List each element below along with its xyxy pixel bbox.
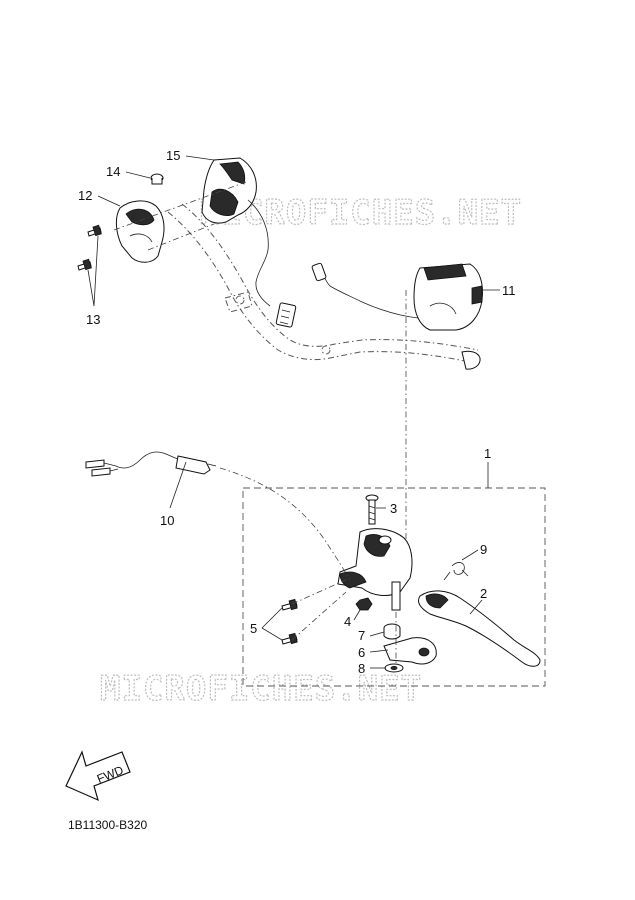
callout-labels: 1 2 3 4 5 6 7 8 9 10 11 12 13 14 15 bbox=[78, 148, 516, 676]
screws-13 bbox=[77, 224, 102, 271]
callout-1: 1 bbox=[484, 446, 491, 461]
callout-12: 12 bbox=[78, 188, 92, 203]
diagram-code: 1B11300-B320 bbox=[68, 818, 148, 832]
assembly-lines bbox=[113, 181, 407, 668]
callout-3: 3 bbox=[390, 501, 397, 516]
brake-lever-2 bbox=[417, 590, 541, 667]
callout-6: 6 bbox=[358, 645, 365, 660]
screw-14 bbox=[150, 173, 164, 185]
callout-5: 5 bbox=[250, 621, 257, 636]
washer-8 bbox=[384, 663, 404, 673]
callout-11: 11 bbox=[502, 283, 516, 298]
callout-8: 8 bbox=[358, 661, 365, 676]
lever-bracket bbox=[337, 528, 413, 611]
leader-lines bbox=[87, 155, 500, 669]
collar-7 bbox=[383, 623, 401, 640]
callout-4: 4 bbox=[344, 614, 351, 629]
right-switch-housing-upper bbox=[201, 157, 297, 328]
spring-9 bbox=[443, 562, 469, 581]
callout-9: 9 bbox=[480, 542, 487, 557]
watermark-bottom: MICROFICHES.NET bbox=[100, 669, 422, 709]
assembly-box bbox=[242, 487, 546, 687]
plate-6 bbox=[383, 637, 437, 665]
fwd-arrow-icon: FWD bbox=[65, 750, 131, 802]
nut-4 bbox=[355, 597, 373, 611]
bolt-3 bbox=[365, 494, 379, 525]
callout-10: 10 bbox=[160, 513, 174, 528]
left-handlebar-switch bbox=[311, 262, 483, 331]
callout-15: 15 bbox=[166, 148, 180, 163]
plate-6-hole bbox=[418, 647, 430, 657]
stop-switch-cable bbox=[85, 451, 217, 477]
callout-2: 2 bbox=[480, 586, 487, 601]
callout-7: 7 bbox=[358, 628, 365, 643]
callout-14: 14 bbox=[106, 164, 120, 179]
switch-cover-lower bbox=[115, 200, 165, 263]
callout-13: 13 bbox=[86, 312, 100, 327]
handlebar-outline bbox=[167, 203, 481, 370]
